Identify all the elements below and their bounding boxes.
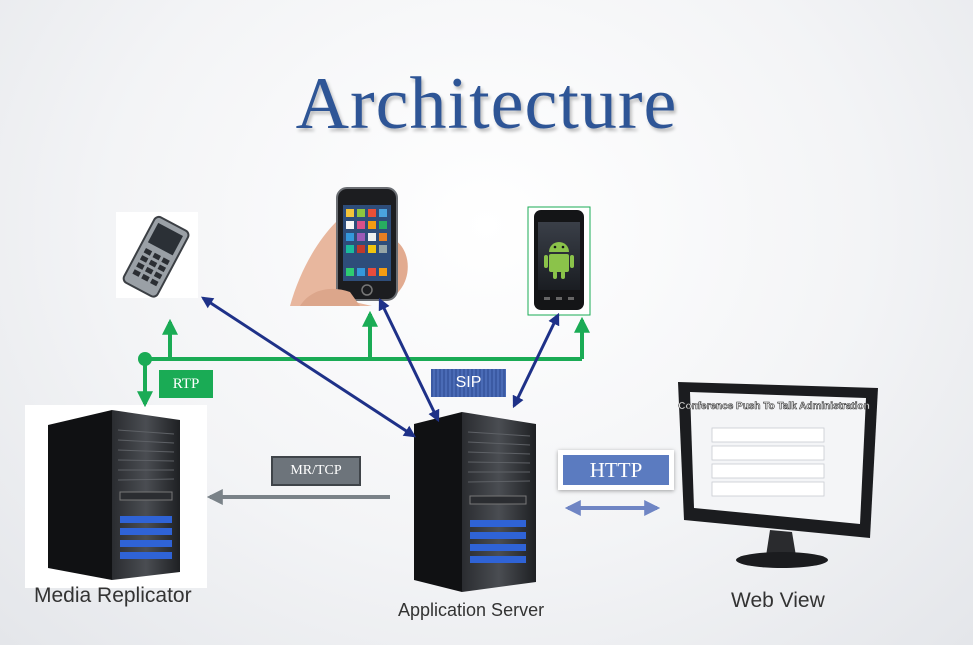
http-label-box: HTTP: [558, 450, 674, 490]
mr-tcp-label: MR/TCP: [271, 456, 361, 486]
android-phone-icon: [527, 206, 591, 316]
rtp-label: RTP: [159, 370, 213, 398]
application-server-caption: Application Server: [398, 600, 545, 620]
server-tower-icon: [414, 412, 536, 592]
rtp-junction-dot: [138, 352, 152, 366]
web-view-caption: Web View: [731, 589, 825, 612]
http-label: HTTP: [563, 455, 669, 485]
media-replicator-caption: Media Replicator: [34, 584, 192, 607]
server-tower-icon: [25, 405, 207, 588]
iphone-icon: [290, 187, 408, 306]
feature-phone-icon: [116, 212, 198, 298]
monitor-icon: Conference Push To Talk Administration: [678, 382, 878, 568]
sip-label: SIP: [431, 369, 506, 397]
page-title: Architecture: [295, 63, 678, 145]
sip-connection: [200, 296, 560, 438]
web-screen-heading: Conference Push To Talk Administration: [678, 401, 870, 412]
